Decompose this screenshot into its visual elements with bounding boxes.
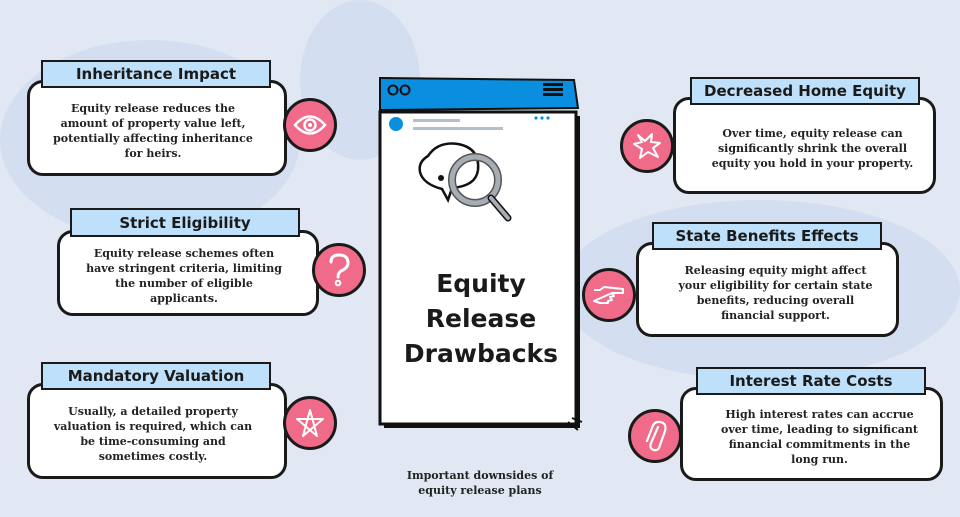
browser-frame [378, 76, 583, 431]
card-text: High interest rates can accrue over time… [680, 387, 943, 481]
title-line: Equity [436, 269, 526, 298]
card-title: Strict Eligibility [70, 208, 300, 237]
caption-line: equity release plans [418, 484, 542, 497]
card-text: Equity release schemes often have string… [57, 230, 319, 316]
burst-icon [620, 119, 674, 173]
pointing-hand-icon [582, 268, 636, 322]
card-text: Over time, equity release can significan… [673, 97, 936, 194]
card-text: Usually, a detailed property valuation i… [27, 383, 287, 479]
star-icon [283, 396, 337, 450]
caption-line: Important downsides of [406, 469, 554, 482]
card-text: Releasing equity might affect your eligi… [636, 242, 899, 337]
eye-icon [283, 98, 337, 152]
card-title: Mandatory Valuation [41, 362, 271, 390]
question-mark-icon [312, 243, 366, 297]
card-title: State Benefits Effects [652, 222, 882, 250]
card-title: Inheritance Impact [41, 60, 271, 88]
card-title: Decreased Home Equity [690, 77, 920, 105]
paperclip-icon [628, 409, 682, 463]
title-line: Drawbacks [403, 339, 559, 368]
central-browser-illustration: Equity Release Drawbacks [378, 76, 584, 432]
card-title: Interest Rate Costs [696, 367, 926, 395]
title-line: Release [425, 304, 537, 333]
caption: Important downsides of equity release pl… [380, 468, 580, 498]
main-title: Equity Release Drawbacks [378, 266, 584, 371]
card-text: Equity release reduces the amount of pro… [27, 80, 287, 176]
